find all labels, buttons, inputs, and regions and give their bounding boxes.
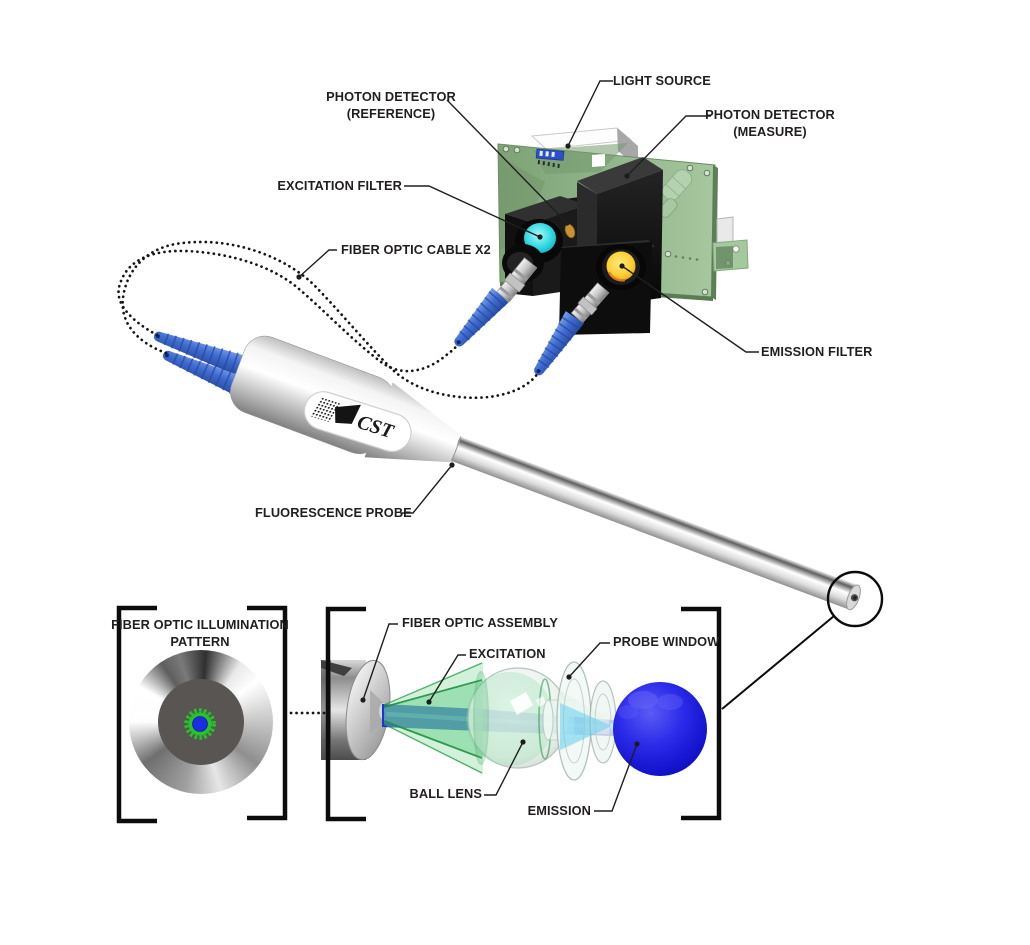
bracket-left-open — [116, 605, 157, 824]
callout-circle — [826, 570, 884, 628]
label-photon-detector-measure: PHOTON DETECTOR (MEASURE) — [705, 107, 835, 139]
board-fiber-connector-reference — [454, 257, 538, 347]
illumination-pattern-view — [158, 679, 244, 765]
pcb-board-assembly — [454, 127, 749, 376]
board-screw-holes — [502, 145, 711, 296]
leader-pd-measure — [626, 115, 711, 177]
label-probe-window: PROBE WINDOW — [613, 634, 720, 649]
mounting-foot — [712, 216, 749, 272]
leader-pd-reference — [446, 99, 568, 224]
board-pads — [674, 255, 699, 261]
excitation-beam — [383, 662, 483, 774]
leader-fiber-assembly — [362, 623, 398, 701]
header-connector — [535, 148, 565, 169]
leader-emission-filter — [621, 265, 759, 353]
label-illumination-pattern: FIBER OPTIC ILLUMINATION PATTERN — [111, 617, 289, 649]
leader-emission — [594, 743, 638, 812]
probe-tip-exploded-view — [321, 659, 707, 781]
leader-probe-window — [568, 642, 610, 678]
probe-tip-callout — [721, 570, 884, 710]
probe-tip — [846, 584, 861, 611]
label-fiber-optic-assembly: FIBER OPTIC ASSEMBLY — [402, 615, 559, 630]
cst-logo-mark — [335, 404, 361, 424]
probe-fiber-boot-top — [153, 331, 263, 384]
label-light-source: LIGHT SOURCE — [613, 73, 711, 88]
leader-light-source — [567, 80, 613, 147]
label-emission: EMISSION — [527, 803, 591, 818]
leader-fiber-cable — [298, 249, 337, 278]
label-ball-lens: BALL LENS — [409, 786, 482, 801]
ball-lens-part — [466, 667, 569, 769]
detail-brackets — [116, 605, 722, 824]
photon-detector-measure-box — [559, 157, 663, 335]
label-fluorescence-probe: FLUORESCENCE PROBE — [255, 505, 412, 520]
fiber-optic-cables — [117, 240, 540, 400]
bracket-right-close — [681, 606, 722, 821]
cst-logo: CST — [303, 391, 412, 452]
fluorescence-probe-body: CST — [153, 331, 861, 611]
label-emission-filter: EMISSION FILTER — [761, 344, 873, 359]
label-photon-detector-reference: PHOTON DETECTOR (REFERENCE) — [326, 89, 456, 121]
emission-sphere — [613, 682, 707, 776]
label-excitation: EXCITATION — [469, 646, 546, 661]
bracket-left-close — [247, 605, 288, 821]
fiber-cable-1 — [117, 249, 459, 373]
leader-excitation-filter — [404, 185, 541, 238]
glass-vial-component — [658, 169, 693, 218]
label-excitation-filter: EXCITATION FILTER — [277, 178, 402, 193]
central-fiber — [192, 716, 208, 732]
bracket-right-open — [325, 606, 366, 822]
label-fiber-optic-cable: FIBER OPTIC CABLE X2 — [341, 242, 491, 257]
leader-ball-lens — [484, 741, 524, 796]
board-fiber-connector-measure — [534, 282, 610, 376]
fiber-cable-2 — [121, 240, 540, 400]
leader-excitation — [428, 654, 466, 703]
leader-fluorescence-probe — [401, 464, 453, 514]
leader-dots — [296, 143, 640, 747]
leader-lines — [298, 80, 759, 812]
